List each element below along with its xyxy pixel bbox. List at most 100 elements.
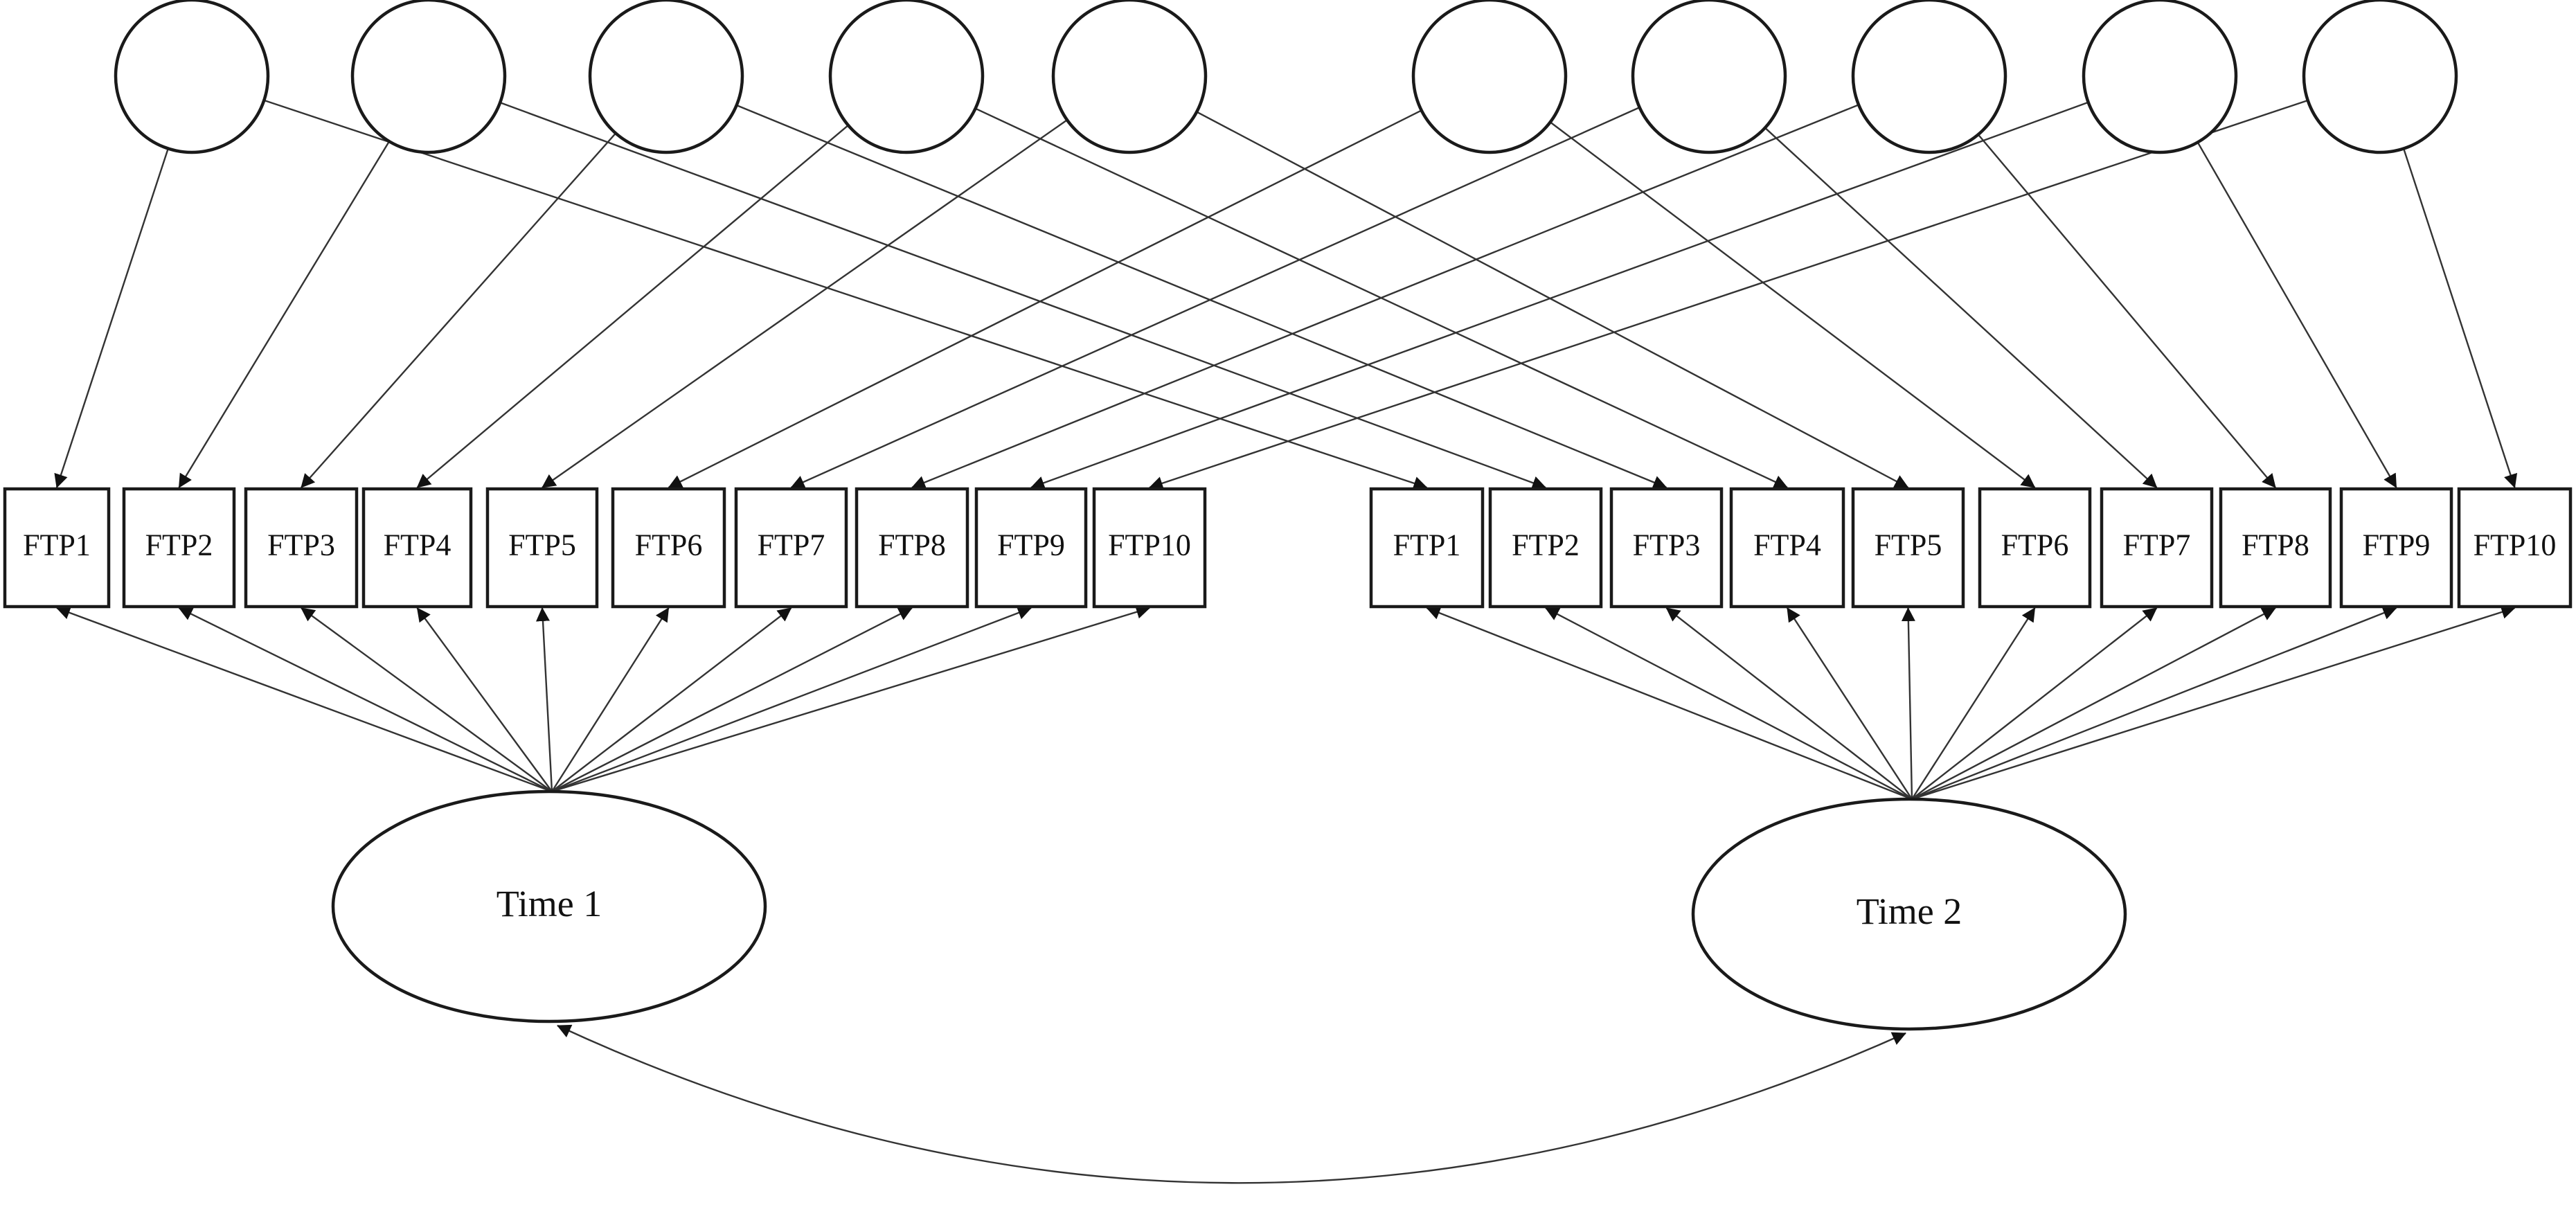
error-term-circle-10 — [2302, 0, 2458, 154]
indicator-box — [734, 487, 848, 609]
indicator-label: FTP1 — [23, 528, 91, 562]
loading-path-time1-ftp3 — [301, 607, 553, 792]
time2-indicator-1: FTP1 — [1369, 487, 1485, 609]
error-path-e10-time1-ftp10 — [1149, 99, 2309, 490]
latent-factor-time2: Time 2 — [1691, 797, 2127, 1031]
loading-path-time1-ftp1 — [56, 606, 553, 793]
time1-indicator-3: FTP3 — [244, 487, 359, 609]
error-term-circle-1 — [114, 0, 270, 154]
error-term-circle-6 — [1411, 0, 1568, 154]
indicator-label: FTP6 — [635, 528, 703, 562]
indicator-label: FTP5 — [508, 528, 576, 562]
latent-factor-time1: Time 1 — [331, 789, 767, 1023]
error-path-e9-time1-ftp9 — [1030, 101, 2089, 490]
indicator-box — [1729, 487, 1845, 609]
error-path-e5-time2-ftp5 — [1196, 111, 1909, 489]
indicator-label: FTP10 — [2474, 528, 2557, 562]
latent-label: Time 2 — [1857, 891, 1962, 932]
loading-path-time1-ftp6 — [551, 607, 670, 792]
indicator-label: FTP8 — [2242, 528, 2309, 562]
latent-label: Time 1 — [497, 883, 602, 924]
indicator-box — [122, 487, 236, 609]
loading-path-time1-ftp10 — [551, 605, 1150, 793]
loading-path-time1-ftp8 — [551, 607, 913, 793]
error-path-e3-time1-ftp3 — [301, 132, 617, 488]
error-path-e6-time2-ftp6 — [1549, 121, 2036, 488]
error-path-e8-time2-ftp8 — [1977, 134, 2276, 488]
indicator-label: FTP3 — [267, 528, 335, 562]
loading-path-time2-ftp4 — [1786, 607, 1913, 800]
error-term-circle-7 — [1631, 0, 1787, 154]
error-term-circle-2 — [350, 0, 507, 154]
time2-indicator-10: FTP10 — [2457, 487, 2573, 609]
error-term-circle-4 — [828, 0, 985, 154]
indicator-label: FTP9 — [997, 528, 1065, 562]
indicator-label: FTP4 — [1753, 528, 1821, 562]
loading-path-time1-ftp7 — [551, 607, 792, 792]
error-path-e1-time2-ftp1 — [263, 99, 1428, 490]
time2-indicator-2: FTP2 — [1488, 487, 1603, 609]
latent-ellipse — [331, 789, 767, 1023]
error-path-e1-time1-ftp1 — [54, 148, 169, 488]
indicator-box — [2457, 487, 2573, 609]
time2-indicator-7: FTP7 — [2100, 487, 2214, 609]
error-path-e2-time2-ftp2 — [499, 101, 1546, 490]
time2-indicator-3: FTP3 — [1609, 487, 1724, 609]
indicator-box — [2339, 487, 2453, 609]
error-term-circle-9 — [2082, 0, 2238, 154]
error-path-e7-time2-ftp7 — [1764, 127, 2158, 488]
indicator-box — [1092, 487, 1207, 609]
time1-indicator-5: FTP5 — [485, 487, 599, 609]
loading-path-time2-ftp6 — [1911, 607, 2036, 800]
indicator-box — [611, 487, 726, 609]
error-term-circle-8 — [1851, 0, 2007, 154]
time1-indicator-4: FTP4 — [361, 487, 473, 609]
loading-path-time2-ftp9 — [1911, 606, 2397, 801]
covariance-path-time1-time2 — [557, 1024, 1906, 1184]
indicator-box — [1978, 487, 2092, 609]
error-path-e4-time1-ftp4 — [416, 125, 849, 488]
time2-indicator-8: FTP8 — [2219, 487, 2332, 609]
error-path-e7-time1-ftp7 — [790, 107, 1640, 489]
loading-path-time1-ftp2 — [178, 607, 553, 793]
indicator-label: FTP9 — [2363, 528, 2431, 562]
indicator-label: FTP6 — [2001, 528, 2069, 562]
loading-path-time2-ftp10 — [1911, 605, 2516, 801]
time1-indicator-7: FTP7 — [734, 487, 848, 609]
paths-layer — [54, 99, 2518, 1184]
indicator-label: FTP4 — [384, 528, 451, 562]
indicator-label: FTP1 — [1393, 528, 1461, 562]
loading-path-time2-ftp2 — [1545, 607, 1913, 801]
indicator-box — [974, 487, 1088, 609]
loading-path-time1-ftp5 — [536, 607, 553, 792]
indicator-box — [3, 487, 111, 609]
indicator-box — [1369, 487, 1485, 609]
indicator-box — [2219, 487, 2332, 609]
indicator-label: FTP5 — [1875, 528, 1942, 562]
latent-ellipse — [1691, 797, 2127, 1031]
error-path-e8-time1-ftp8 — [911, 104, 1859, 490]
loading-path-time2-ftp7 — [1911, 607, 2158, 800]
time1-indicator-6: FTP6 — [611, 487, 726, 609]
loading-path-time1-ftp4 — [416, 607, 553, 792]
indicator-label: FTP10 — [1108, 528, 1191, 562]
time1-indicator-9: FTP9 — [974, 487, 1088, 609]
indicator-box — [1851, 487, 1965, 609]
indicator-label: FTP7 — [2123, 528, 2191, 562]
error-path-e3-time2-ftp3 — [736, 104, 1667, 490]
error-path-e2-time1-ftp2 — [178, 141, 391, 488]
error-path-e9-time2-ftp9 — [2197, 141, 2397, 488]
indicator-label: FTP8 — [878, 528, 946, 562]
loading-path-time2-ftp5 — [1901, 607, 1915, 800]
time1-indicator-2: FTP2 — [122, 487, 236, 609]
time1-indicator-1: FTP1 — [3, 487, 111, 609]
error-path-e6-time1-ftp6 — [668, 109, 1422, 489]
indicator-label: FTP7 — [758, 528, 825, 562]
indicator-box — [1609, 487, 1724, 609]
error-term-circle-3 — [588, 0, 744, 154]
indicator-box — [1488, 487, 1603, 609]
indicator-box — [244, 487, 359, 609]
time2-indicator-4: FTP4 — [1729, 487, 1845, 609]
